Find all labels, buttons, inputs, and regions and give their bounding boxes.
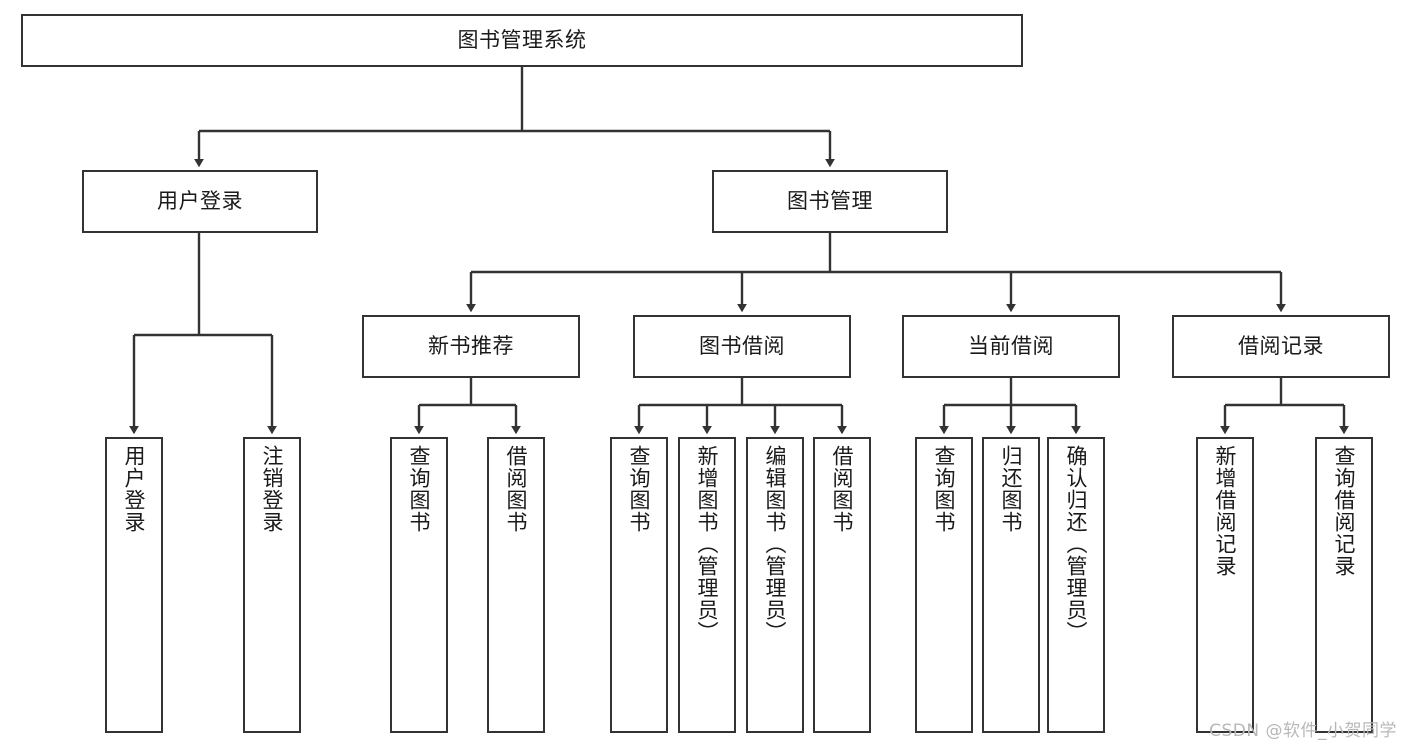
watermark-text: CSDN @软件_小贺同学 (1209, 721, 1397, 741)
node-new-book-recommend[interactable]: 新书推荐 (362, 315, 580, 378)
node-user-login[interactable]: 用户登录 (82, 170, 318, 233)
node-label: 查询图书 (627, 445, 652, 533)
node-book-management[interactable]: 图书管理 (712, 170, 948, 233)
node-leaf-confirm-return-admin[interactable]: 确认归还（管理员） (1047, 437, 1105, 733)
node-label: 注销登录 (260, 445, 285, 533)
node-current-borrow[interactable]: 当前借阅 (902, 315, 1120, 378)
node-leaf-new-book-borrow-book[interactable]: 借阅图书 (487, 437, 545, 733)
node-leaf-borrow-borrow-book[interactable]: 借阅图书 (813, 437, 871, 733)
node-leaf-return-book[interactable]: 归还图书 (982, 437, 1040, 733)
node-leaf-logout[interactable]: 注销登录 (243, 437, 301, 733)
node-label: 编辑图书（管理员） (763, 445, 788, 643)
node-label: 图书管理系统 (457, 28, 587, 53)
node-leaf-add-borrow-record[interactable]: 新增借阅记录 (1196, 437, 1254, 733)
node-label: 查询图书 (932, 445, 957, 533)
node-label: 借阅图书 (504, 445, 529, 533)
node-leaf-new-book-query-book[interactable]: 查询图书 (390, 437, 448, 733)
node-root-book-management-system[interactable]: 图书管理系统 (21, 14, 1023, 67)
node-label: 用户登录 (122, 445, 147, 533)
node-leaf-query-borrow-record[interactable]: 查询借阅记录 (1315, 437, 1373, 733)
node-book-borrow[interactable]: 图书借阅 (633, 315, 851, 378)
node-label: 借阅记录 (1238, 334, 1324, 359)
node-leaf-borrow-query-book[interactable]: 查询图书 (610, 437, 668, 733)
node-label: 当前借阅 (968, 334, 1054, 359)
node-label: 图书管理 (787, 189, 873, 214)
node-label: 用户登录 (157, 189, 243, 214)
node-label: 新增借阅记录 (1213, 445, 1238, 577)
node-label: 查询图书 (407, 445, 432, 533)
node-label: 图书借阅 (699, 334, 785, 359)
node-leaf-user-login[interactable]: 用户登录 (105, 437, 163, 733)
node-label: 借阅图书 (830, 445, 855, 533)
node-label: 确认归还（管理员） (1064, 445, 1089, 643)
node-leaf-current-query-book[interactable]: 查询图书 (915, 437, 973, 733)
node-leaf-edit-book-admin[interactable]: 编辑图书（管理员） (746, 437, 804, 733)
node-label: 查询借阅记录 (1332, 445, 1357, 577)
node-label: 新书推荐 (428, 334, 514, 359)
node-borrow-record[interactable]: 借阅记录 (1172, 315, 1390, 378)
node-label: 新增图书（管理员） (695, 445, 720, 643)
node-label: 归还图书 (999, 445, 1024, 533)
node-leaf-add-book-admin[interactable]: 新增图书（管理员） (678, 437, 736, 733)
